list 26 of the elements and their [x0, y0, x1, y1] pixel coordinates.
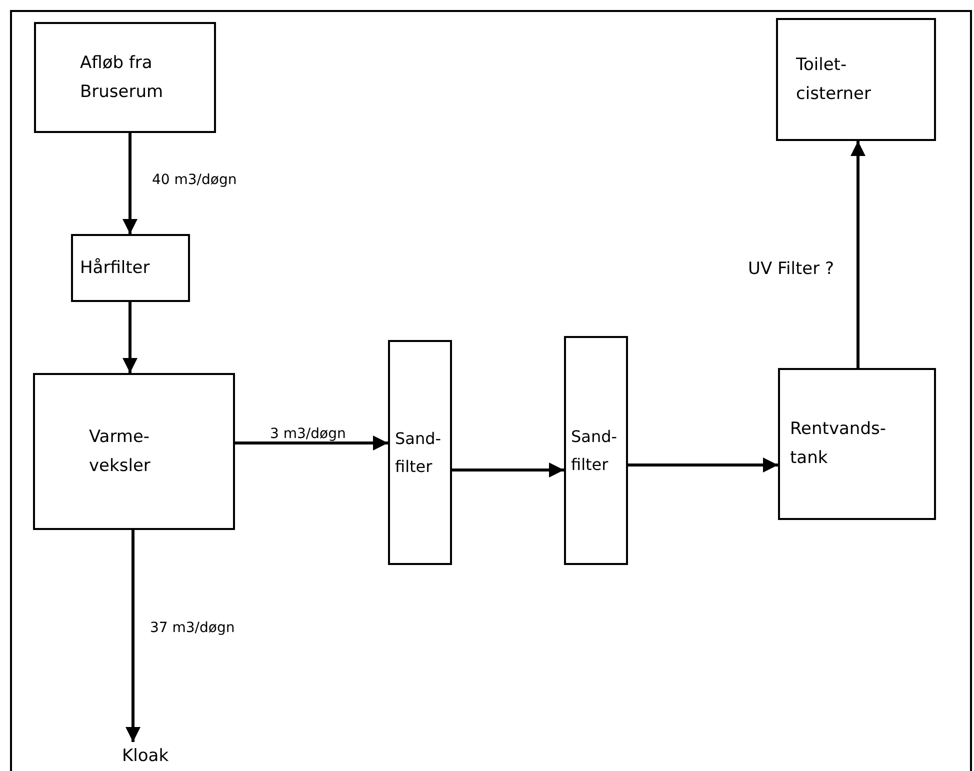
process-box: [776, 18, 936, 141]
node-text: Sand- filter: [571, 426, 618, 476]
node-text: Afløb fra Bruserum: [80, 52, 164, 104]
node-text: Rentvands- tank: [790, 418, 887, 470]
process-box: [388, 340, 452, 565]
arrow: [122, 302, 138, 373]
process-box: [71, 234, 190, 302]
edge-label: 37 m3/døgn: [150, 619, 235, 638]
process-box: [34, 22, 216, 133]
edge-label: 3 m3/døgn: [270, 425, 346, 444]
arrow: [126, 530, 140, 742]
node-text: Kloak: [122, 744, 170, 768]
process-box: [778, 368, 936, 520]
process-box: [33, 373, 235, 530]
arrow: [850, 141, 866, 368]
arrow: [235, 436, 388, 450]
node-text: Toilet- cisterner: [796, 54, 872, 106]
node-text: Hårfilter: [80, 256, 151, 280]
arrow: [452, 462, 564, 478]
process-box: [564, 336, 628, 565]
edge-label: 40 m3/døgn: [152, 171, 237, 190]
node-text: Varme- veksler: [89, 426, 152, 478]
arrow: [628, 458, 778, 472]
node-text: Sand- filter: [395, 428, 442, 478]
arrow: [122, 133, 138, 234]
edge-label: UV Filter ?: [748, 258, 834, 281]
